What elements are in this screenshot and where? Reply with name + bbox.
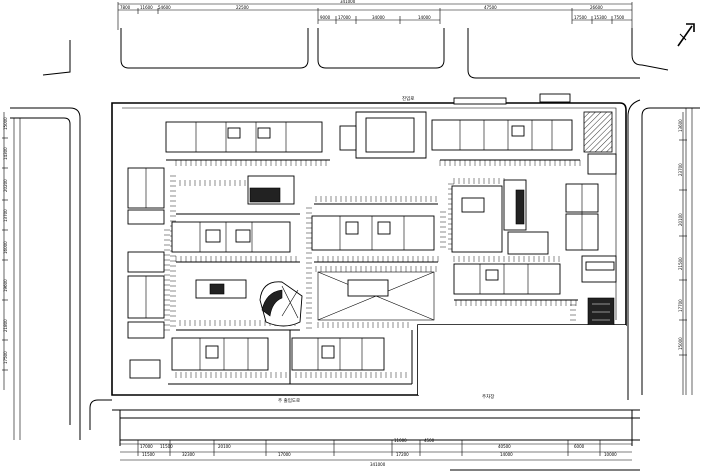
- bottom-dim-seg: 11500: [142, 452, 155, 457]
- left-dim: 17500: [3, 351, 8, 364]
- ramp-structure: [259, 281, 303, 327]
- building-block-a: [165, 121, 323, 153]
- building-block-h: [291, 337, 385, 371]
- right-dim: 21500: [678, 257, 683, 270]
- right-road-strip: 13600 23700 20100 21500 17700 15000: [627, 99, 700, 400]
- bottom-dim-inner: 11000: [394, 438, 407, 443]
- parking-stalls: [164, 160, 581, 378]
- bottom-lot-label: 주차장: [482, 393, 494, 400]
- building-block-e: [453, 263, 561, 295]
- top-dim-inner: 17000: [338, 15, 351, 20]
- building-block-c: [171, 221, 291, 253]
- bottom-road-label: 주 출입도로: [278, 397, 300, 404]
- bottom-dim-seg: 17200: [396, 452, 409, 457]
- bottom-dim-seg: 10000: [604, 452, 617, 457]
- bottom-dim-inner: 11500: [160, 444, 173, 449]
- top-dim-seg: 7800: [120, 5, 131, 10]
- top-dim-inner: 15300: [594, 15, 607, 20]
- bottom-dim-inner: 40500: [498, 444, 511, 449]
- top-dim-inner: 14000: [418, 15, 431, 20]
- building-center-top: [339, 111, 427, 159]
- building-block-d: [311, 215, 435, 251]
- central-plaza-lines: [317, 271, 435, 321]
- top-road-blocks: [42, 28, 669, 79]
- right-dim: 13600: [678, 119, 683, 132]
- bottom-overall-dim: 341000: [370, 462, 386, 467]
- building-block-b: [431, 119, 573, 151]
- bottom-dimension-chain: 17000 11500 20100 11000 4500 40500 6000 …: [120, 438, 640, 471]
- small-signs: [129, 93, 615, 379]
- buildings: [127, 93, 617, 379]
- bottom-road: [89, 399, 640, 446]
- bottom-dim-inner: 4500: [424, 438, 435, 443]
- bottom-dim-seg: 14000: [500, 452, 513, 457]
- right-dim: 17700: [678, 299, 683, 312]
- top-dim-inner: 17500: [574, 15, 587, 20]
- right-dim: 20100: [678, 213, 683, 226]
- hatched-structure-top-right: [583, 111, 613, 153]
- top-overall-dim: 341000: [340, 0, 356, 4]
- bottom-dim-inner: 20100: [218, 444, 231, 449]
- left-road-strip: 15000 14300 20200 13700 16000 19600 2180…: [2, 107, 81, 440]
- top-dim-seg: 26600: [590, 5, 603, 10]
- left-dim: 19600: [3, 279, 8, 292]
- north-arrow-icon: [677, 23, 695, 47]
- building-block-g: [171, 337, 269, 371]
- entrance-label: 진입로: [402, 95, 414, 102]
- top-dim-seg: 11600: [140, 5, 153, 10]
- top-dim-seg: 47500: [484, 5, 497, 10]
- building-block-f: [195, 279, 247, 299]
- left-dim: 13700: [3, 209, 8, 222]
- bottom-dim-seg: 32300: [182, 452, 195, 457]
- left-dim: 16000: [3, 241, 8, 254]
- top-dimension-chain: 341000 7800 11600 54600 22500 47500 2660…: [117, 0, 633, 30]
- left-dim: 15000: [3, 117, 8, 130]
- parking-structure-dark: [247, 175, 295, 205]
- top-dim-inner: 7500: [614, 15, 625, 20]
- left-dim: 14300: [3, 147, 8, 160]
- internal-roads: [166, 159, 580, 385]
- top-dim-seg: 54600: [158, 5, 171, 10]
- bottom-right-lot: 주차장: [418, 325, 626, 400]
- left-dim: 21800: [3, 319, 8, 332]
- bottom-dim-inner: 6000: [574, 444, 585, 449]
- top-dim-seg: 22500: [236, 5, 249, 10]
- bottom-dim-seg: 17000: [278, 452, 291, 457]
- right-dim: 15000: [678, 337, 683, 350]
- left-dim: 20200: [3, 179, 8, 192]
- left-small-blocks: [127, 167, 165, 339]
- right-dim: 23700: [678, 163, 683, 176]
- bottom-dim-inner: 17000: [140, 444, 153, 449]
- top-dim-inner: 9000: [320, 15, 331, 20]
- top-dim-inner: 34000: [372, 15, 385, 20]
- building-public-center-right: [451, 179, 549, 255]
